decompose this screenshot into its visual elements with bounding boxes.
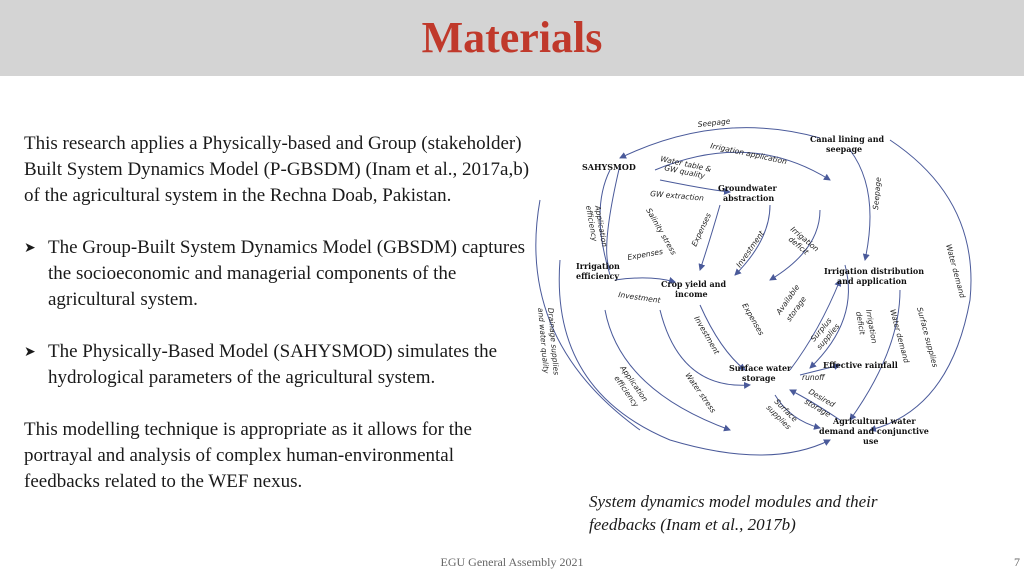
- caption-line-2: feedbacks (Inam et al., 2017b): [589, 515, 796, 534]
- footer-text: EGU General Assembly 2021: [440, 555, 584, 569]
- node-canal-lining-2: seepage: [826, 144, 862, 154]
- label-water-stress: Water stress: [683, 371, 717, 415]
- node-agricultural-demand-3: use: [863, 436, 878, 446]
- node-agricultural-demand-1: Agricultural water: [832, 416, 916, 426]
- node-agricultural-demand-2: demand and conjunctive: [819, 426, 929, 436]
- node-canal-lining-1: Canal lining and: [810, 134, 885, 144]
- arrow-bullet-icon: ➤: [24, 240, 36, 256]
- node-irrigation-distribution-1: Irrigation distribution: [824, 266, 924, 276]
- label-runoff: runoff: [802, 373, 826, 382]
- label-irrigation-deficit-r2: deficit: [854, 311, 867, 337]
- bullet-sahysmod: ➤ The Physically-Based Model (SAHYSMOD) …: [24, 339, 534, 391]
- label-water-demand-mid: Water demand: [888, 308, 911, 364]
- label-irrigation-application: Irrigation application: [710, 141, 788, 166]
- bullet-gbsdm: ➤ The Group-Built System Dynamics Model …: [24, 235, 534, 313]
- node-effective-rainfall: Effective rainfall: [823, 360, 898, 370]
- label-surface-supplies-right: Surface supplies: [915, 306, 940, 368]
- arrow-bullet-icon: ➤: [24, 344, 36, 360]
- figure-caption: System dynamics model modules and their …: [589, 490, 1009, 536]
- label-water-demand-right: Water demand: [944, 243, 967, 299]
- caption-line-1: System dynamics model modules and their: [589, 492, 878, 511]
- node-crop-yield-1: Crop yield and: [661, 279, 726, 289]
- node-crop-yield-2: income: [675, 289, 708, 299]
- label-expenses-mid: Expenses: [740, 302, 766, 338]
- system-dynamics-diagram: SAHYSMOD Canal lining and seepage Ground…: [535, 117, 972, 456]
- label-seepage-right: Seepage: [871, 176, 883, 210]
- node-irrigation-efficiency-1: Irrigation: [576, 261, 620, 271]
- conclusion-paragraph: This modelling technique is appropriate …: [24, 419, 472, 492]
- label-investment-1: Investment: [734, 228, 766, 269]
- label-seepage-top: Seepage: [697, 117, 731, 129]
- bullet-text: The Physically-Based Model (SAHYSMOD) si…: [48, 341, 498, 388]
- label-expenses-left: Expenses: [627, 247, 664, 262]
- feedback-arrows: [535, 127, 972, 456]
- intro-paragraph: This research applies a Physically-based…: [24, 133, 530, 206]
- page-number: 7: [1014, 555, 1020, 569]
- slide-title: Materials: [421, 13, 603, 62]
- node-irrigation-efficiency-2: efficiency: [576, 271, 619, 281]
- node-irrigation-distribution-2: and application: [837, 276, 907, 286]
- title-bar: [0, 0, 1024, 76]
- node-sahysmod: SAHYSMOD: [582, 162, 636, 172]
- node-groundwater-2: abstraction: [723, 193, 774, 203]
- label-gw-extraction: GW extraction: [650, 189, 705, 203]
- bullet-text: The Group-Built System Dynamics Model (G…: [48, 237, 526, 310]
- node-surface-water-2: storage: [742, 373, 776, 383]
- label-expenses-1: Expenses: [690, 212, 713, 248]
- node-groundwater-1: Groundwater: [718, 183, 777, 193]
- body-text: This research applies a Physically-based…: [24, 131, 534, 495]
- node-surface-water-1: Surface water: [729, 363, 792, 373]
- label-investment-left: Investment: [618, 290, 662, 305]
